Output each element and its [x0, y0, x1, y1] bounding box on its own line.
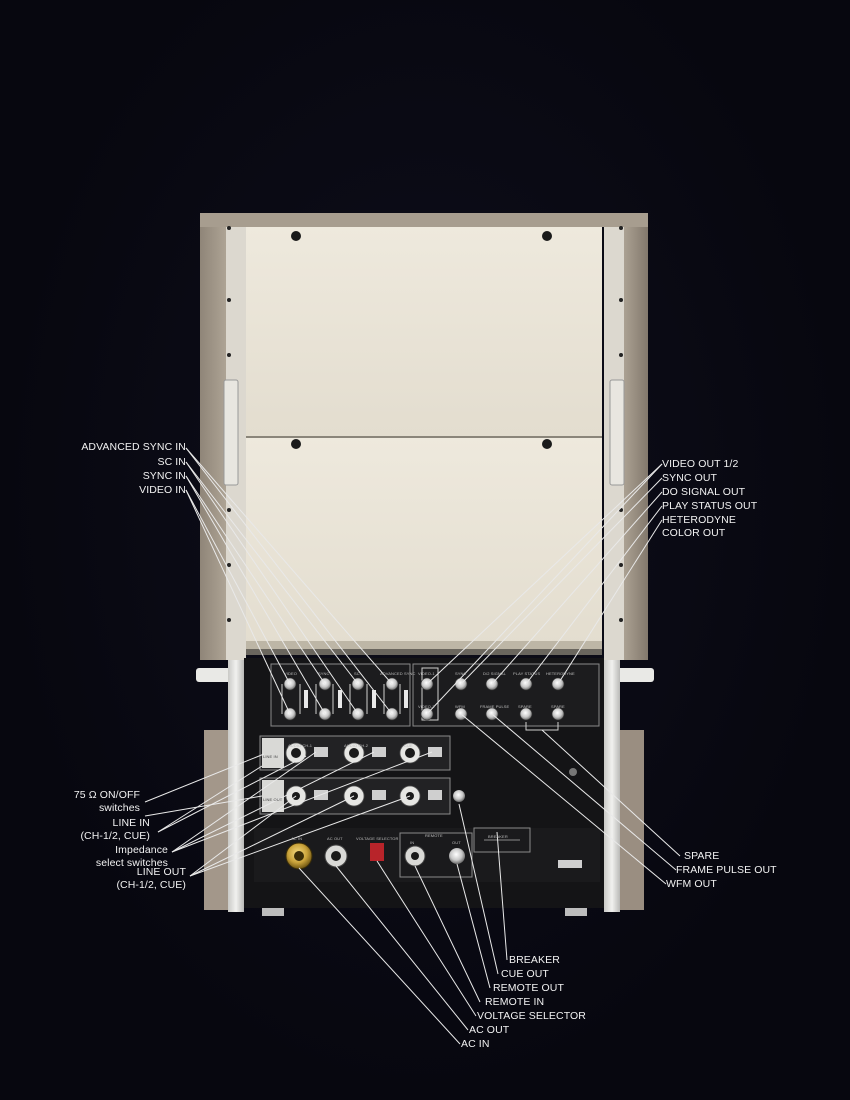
- audio-line-out-panel: [259, 777, 451, 815]
- label-ac-out: AC OUT: [469, 1024, 510, 1036]
- label-ohm-switches-line2: switches: [98, 802, 140, 814]
- label-play-status-out: PLAY STATUS OUT: [662, 500, 758, 512]
- label-heterodyne-line2: COLOR OUT: [662, 527, 726, 539]
- label-sync-out: SYNC OUT: [662, 472, 718, 484]
- label-wfm-out: WFM OUT: [666, 878, 717, 890]
- label-ac-in: AC IN: [461, 1038, 490, 1050]
- breaker-box: [473, 827, 531, 853]
- label-spare: SPARE: [684, 850, 720, 862]
- label-line-out-line1: LINE OUT: [136, 866, 186, 878]
- label-ohm-switches-line1: 75 Ω ON/OFF: [73, 789, 140, 801]
- video-sync-output-panel: [412, 663, 600, 731]
- bottom-panel: [246, 436, 602, 655]
- label-impedance-line2: select switches: [95, 857, 168, 869]
- cue-out-jack: [453, 790, 465, 802]
- label-line-in: LINE IN (CH-1/2, CUE): [80, 817, 150, 843]
- label-remote-in: REMOTE IN: [485, 996, 545, 1008]
- label-remote-out: REMOTE OUT: [493, 982, 564, 994]
- label-do-signal-out: DO SIGNAL OUT: [662, 486, 746, 498]
- label-line-out-line2: (CH-1/2, CUE): [116, 879, 186, 891]
- remote-out-connector: [449, 848, 465, 864]
- callout-leader-lines: [144, 447, 681, 1045]
- upper-rack-frame: [200, 213, 648, 660]
- label-line-in-line1: LINE IN: [112, 817, 150, 829]
- label-video-out: VIDEO OUT 1/2: [662, 458, 739, 470]
- power-remote-row: [254, 827, 600, 882]
- voltage-selector-switch: [370, 843, 384, 861]
- label-impedance-line1: Impedance: [115, 844, 168, 856]
- label-heterodyne: HETERODYNE COLOR OUT: [662, 514, 736, 540]
- label-impedance: Impedance select switches: [96, 844, 168, 870]
- label-advanced-sync-in: ADVANCED SYNC IN: [81, 441, 186, 453]
- label-line-in-line2: (CH-1/2, CUE): [80, 830, 150, 842]
- top-panel: [246, 227, 602, 436]
- label-sync-in: SYNC IN: [142, 470, 186, 482]
- label-sc-in: SC IN: [157, 456, 186, 468]
- label-cue-out: CUE OUT: [501, 968, 549, 980]
- label-video-in: VIDEO IN: [139, 484, 186, 496]
- label-voltage-selector: VOLTAGE SELECTOR: [477, 1010, 586, 1022]
- label-ohm-switches: 75 Ω ON/OFF switches: [74, 789, 140, 815]
- label-line-out: LINE OUT (CH-1/2, CUE): [116, 866, 186, 892]
- label-frame-pulse-out: FRAME PULSE OUT: [676, 864, 777, 876]
- label-breaker: BREAKER: [509, 954, 560, 966]
- video-sync-input-panel: [270, 663, 411, 727]
- label-heterodyne-line1: HETERODYNE: [662, 514, 736, 526]
- audio-line-in-panel: [259, 735, 451, 771]
